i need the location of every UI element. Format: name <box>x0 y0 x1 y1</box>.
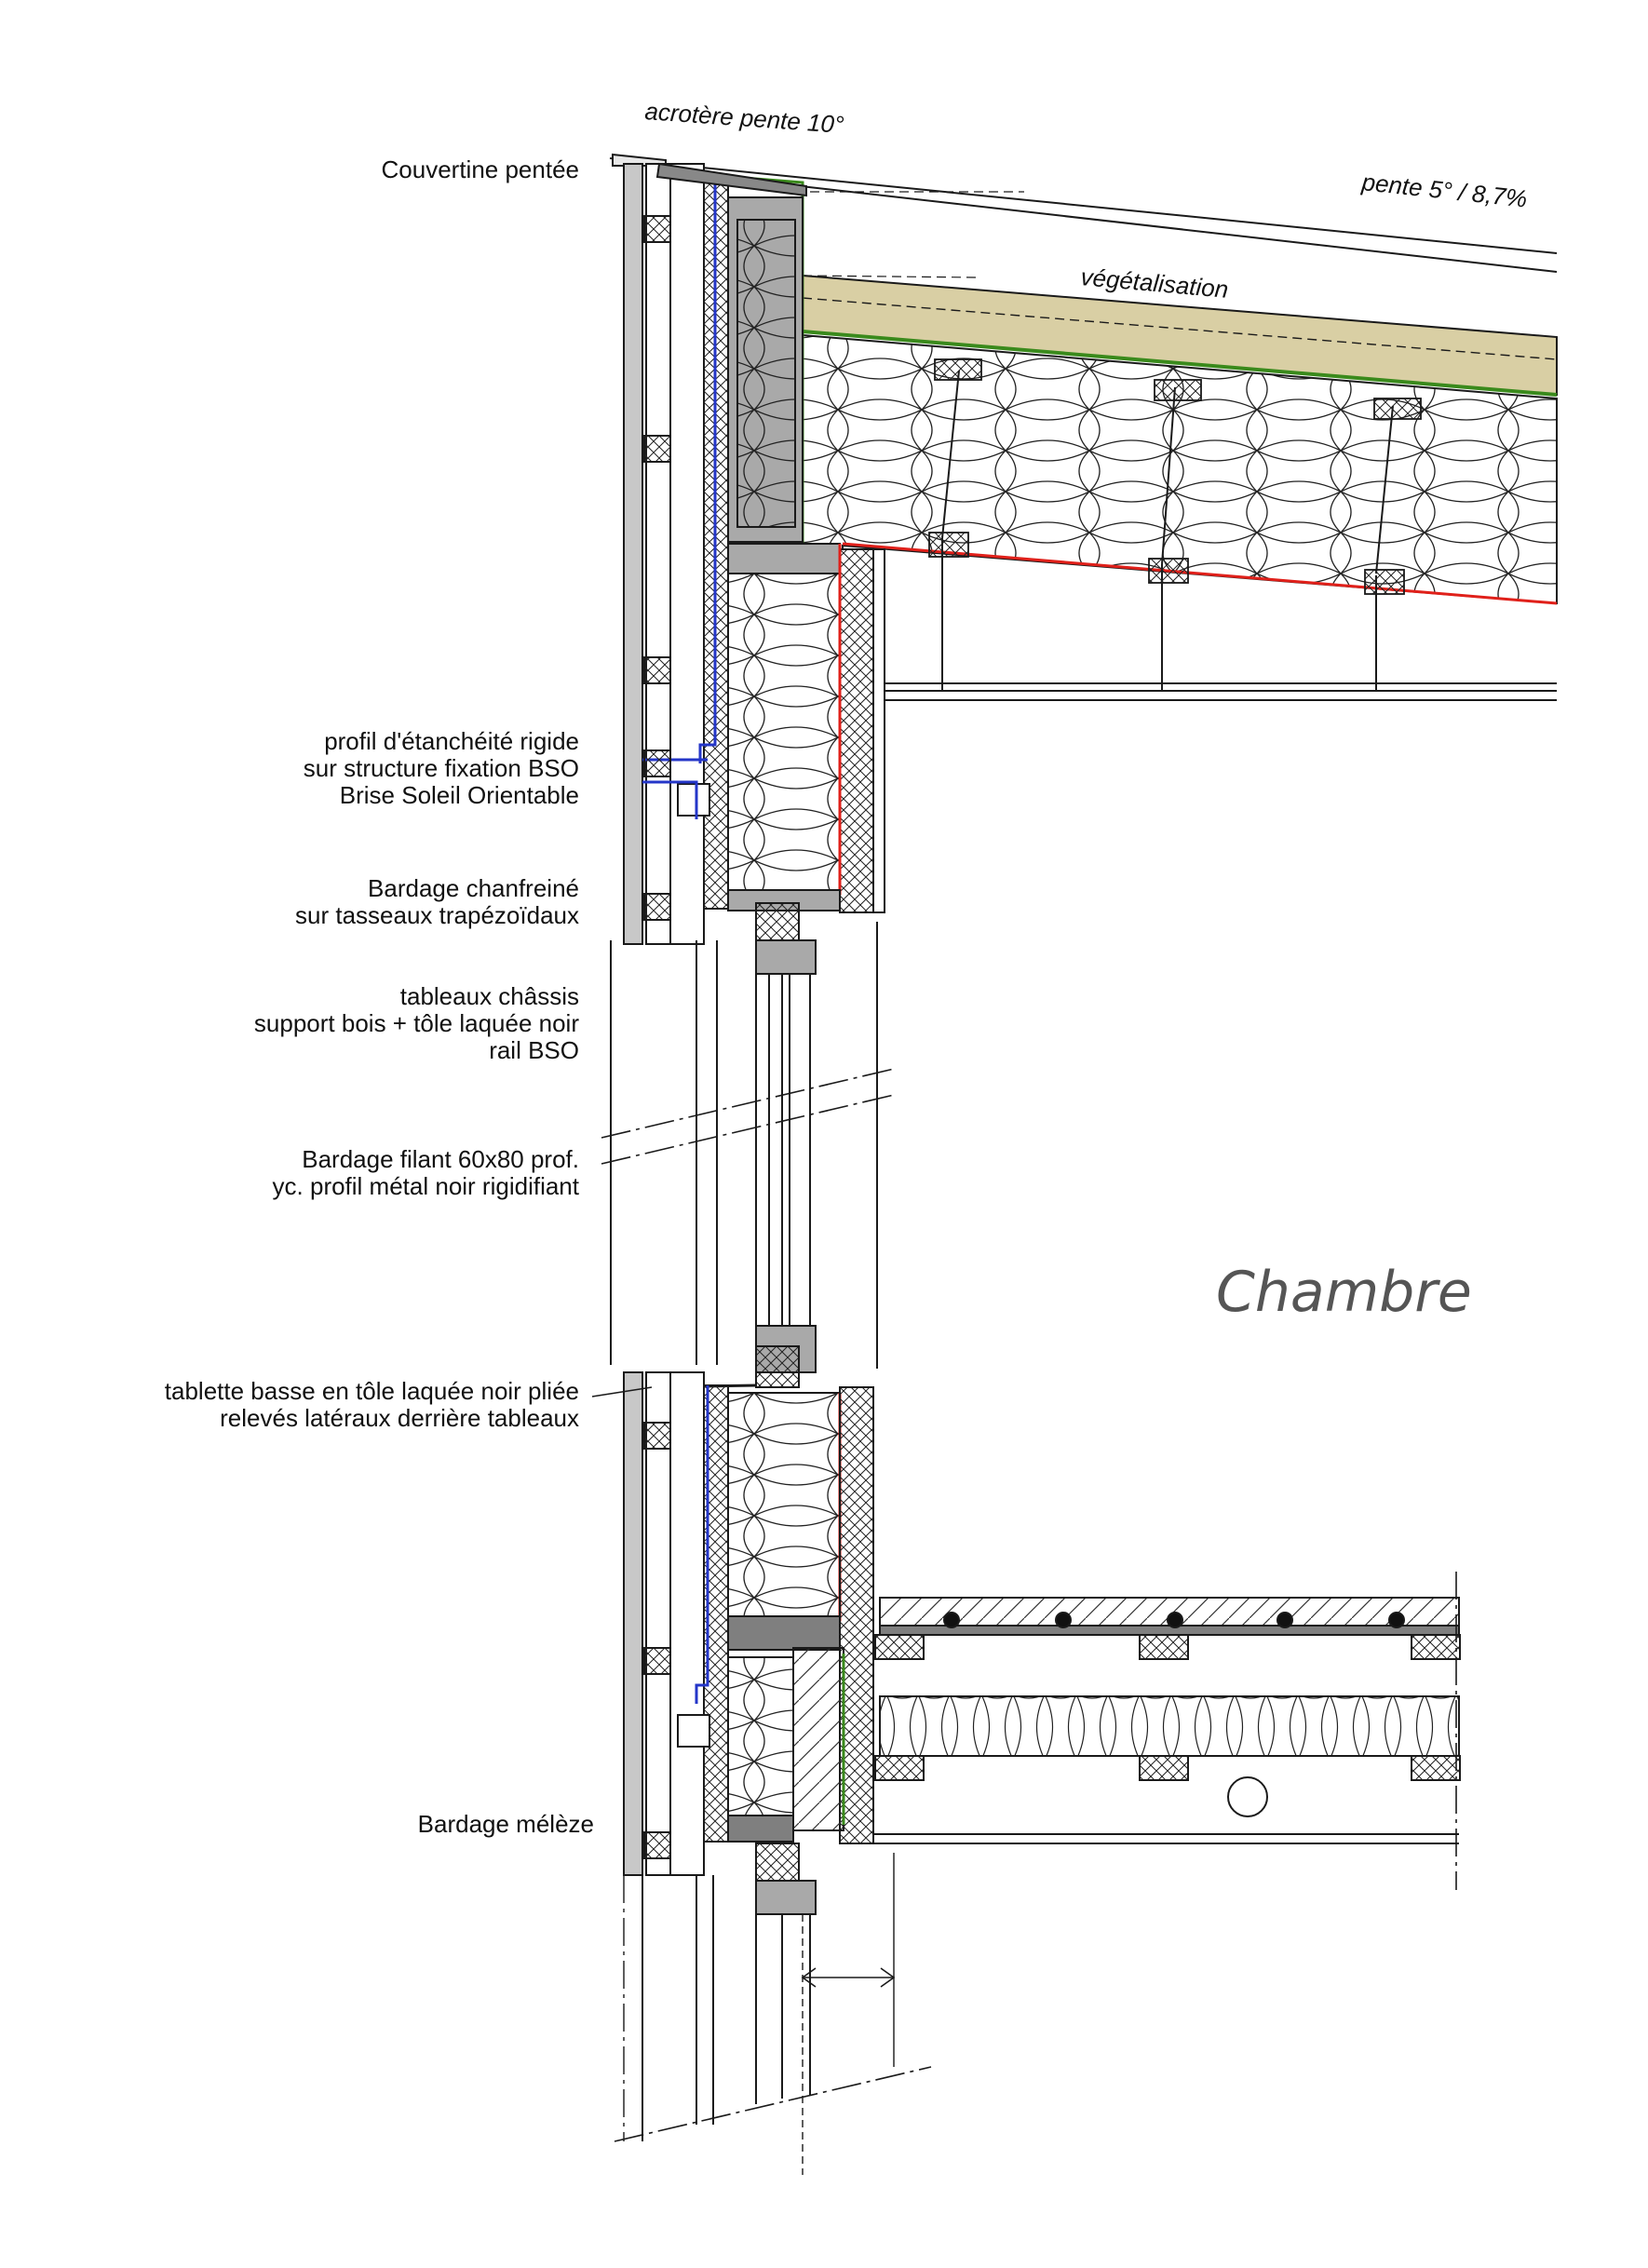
callout-couvertine: Couvertine pentée <box>382 156 579 183</box>
spacer-blocks <box>643 1422 671 1859</box>
batten-strip <box>669 163 705 945</box>
green-membrane <box>802 330 1558 397</box>
floor-beam <box>792 1647 844 1831</box>
callout-line: Bardage chanfreiné <box>368 874 579 902</box>
acroterion-cap <box>655 162 807 197</box>
service-cavity <box>839 1386 874 1844</box>
floor-duct <box>1227 1776 1268 1817</box>
roof-drawing <box>609 153 1558 701</box>
label-acrotere: acrotère pente 10° <box>644 97 845 139</box>
sole-plate <box>727 1815 794 1843</box>
callout-bardage-filant: Bardage filant 60x80 prof. yc. profil mé… <box>273 1146 579 1200</box>
roof-dashed-line <box>802 297 1558 360</box>
callout-leaders <box>591 1386 653 1397</box>
roof-slope-line <box>609 157 1558 254</box>
batten-strip <box>669 1371 705 1876</box>
blue-barrier <box>695 1385 709 1704</box>
floor-slab <box>879 1625 1460 1636</box>
callout-line: rail BSO <box>489 1036 579 1064</box>
label-pente: pente 5° / 8,7% <box>1359 168 1528 213</box>
callout-line: Bardage filant 60x80 prof. <box>302 1145 579 1173</box>
callout-bardage-chanfreine: Bardage chanfreiné sur tasseaux trapézoï… <box>295 875 579 929</box>
callout-line: sur tasseaux trapézoïdaux <box>295 901 579 929</box>
spacer-blocks <box>643 215 671 921</box>
window-head-frame <box>755 1880 817 1915</box>
window <box>601 902 895 1389</box>
break-line <box>601 1094 895 1165</box>
window-sill-block <box>755 1345 800 1388</box>
floor-insulation <box>879 1695 1460 1757</box>
bso-box <box>677 783 710 817</box>
top-plate <box>727 543 841 574</box>
window-head-frame <box>755 939 817 975</box>
floor <box>873 1572 1461 1890</box>
callout-line: profil d'étanchéité rigide <box>324 727 579 755</box>
callout-line: Bardage mélèze <box>417 1810 594 1838</box>
break-line <box>601 1068 895 1139</box>
service-cavity <box>839 548 874 913</box>
roof-ceiling <box>880 682 1557 701</box>
callout-line: relevés latéraux derrière tableaux <box>220 1404 579 1432</box>
batten-strip <box>645 163 671 945</box>
lower-wall <box>623 1371 874 1876</box>
label-vegetalisation: végétalisation <box>1079 263 1229 304</box>
lower-window <box>614 1843 932 2175</box>
floor-brackets <box>874 1634 1461 1781</box>
acroterion-insulation <box>736 219 796 528</box>
roof-slope-line <box>800 185 1558 273</box>
callout-line: sur structure fixation BSO <box>303 754 579 782</box>
roof-hanger-brackets <box>928 358 1422 595</box>
wall-insulation <box>727 573 841 891</box>
callout-line: Brise Soleil Orientable <box>339 781 579 809</box>
interior-lining <box>872 548 885 913</box>
callout-tableaux-chassis: tableaux châssis support bois + tôle laq… <box>254 983 579 1064</box>
blue-barrier <box>698 182 717 763</box>
cladding-board <box>623 163 643 945</box>
callout-line: tableaux châssis <box>399 982 579 1010</box>
window-head-block <box>755 902 800 947</box>
cladding-board <box>623 1371 643 1876</box>
callout-line: yc. profil métal noir rigidifiant <box>272 1172 579 1200</box>
floor-ceiling <box>873 1833 1459 1844</box>
callout-profil-etancheite: profil d'étanchéité rigide sur structure… <box>304 728 579 809</box>
lower-insulation <box>727 1656 794 1816</box>
callout-line: tablette basse en tôle laquée noir pliée <box>164 1377 579 1405</box>
room-label: Chambre <box>1216 1260 1472 1325</box>
break-line <box>614 2066 932 2142</box>
callout-tablette-basse: tablette basse en tôle laquée noir pliée… <box>165 1378 579 1432</box>
window-head-block <box>755 1843 800 1887</box>
callout-bardage-meleze: Bardage mélèze <box>418 1811 594 1838</box>
bottom-plate <box>727 1615 841 1651</box>
callout-line: Couvertine pentée <box>381 155 579 183</box>
floor-bolts <box>943 1612 1405 1628</box>
bso-box <box>677 1714 710 1748</box>
callout-line: support bois + tôle laquée noir <box>253 1009 579 1037</box>
wall-insulation <box>727 1392 841 1617</box>
upper-wall <box>623 162 885 945</box>
